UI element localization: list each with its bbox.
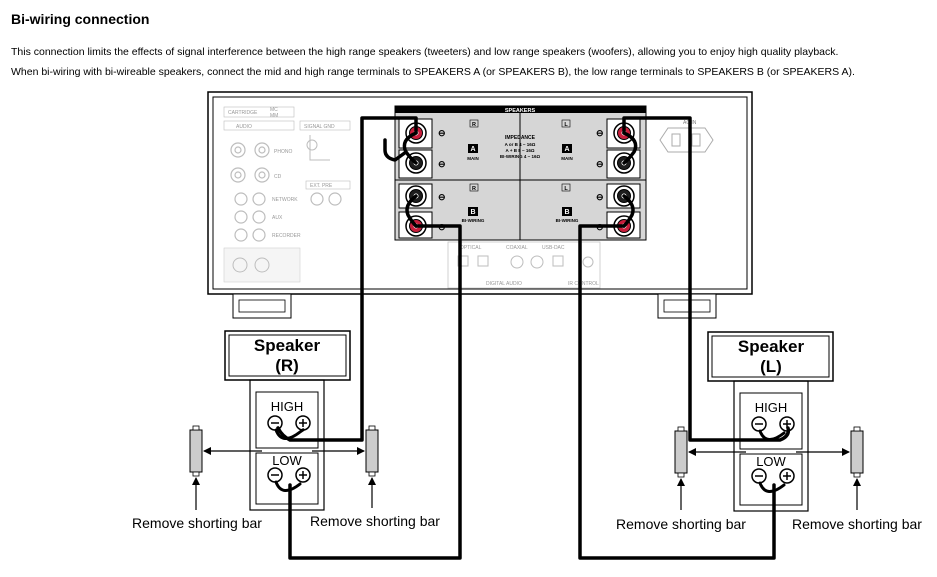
speaker-l-title: Speaker bbox=[738, 337, 805, 356]
speaker-r-high: HIGH bbox=[271, 399, 304, 414]
cd-label: CD bbox=[274, 174, 282, 180]
intro-paragraph: This connection limits the effects of si… bbox=[11, 46, 839, 58]
recorder-label: RECORDER bbox=[272, 233, 301, 239]
speaker-l-low: LOW bbox=[756, 454, 786, 469]
minus-mark: ⊖ bbox=[596, 159, 604, 169]
speaker-r-title: Speaker bbox=[254, 336, 321, 355]
minus-mark: ⊖ bbox=[438, 192, 446, 202]
shorting-bars bbox=[189, 425, 864, 478]
main-r-label: MAIN bbox=[467, 156, 479, 161]
coaxial-label: COAXIAL bbox=[506, 245, 528, 251]
signal-gnd-label: SIGNAL GND bbox=[304, 124, 335, 130]
minus-mark: ⊖ bbox=[596, 128, 604, 138]
digital-input-section: OPTICAL COAXIAL USB-DAC DIGITAL AUDIO IR… bbox=[447, 241, 601, 289]
instruction-paragraph: When bi-wiring with bi-wireable speakers… bbox=[11, 66, 855, 78]
bank-a-l: A bbox=[564, 146, 569, 153]
ch-l-top: L bbox=[564, 122, 568, 128]
main-l-label: MAIN bbox=[561, 156, 573, 161]
minus-mark: ⊖ bbox=[438, 159, 446, 169]
speaker-left: Speaker (L) HIGH LOW bbox=[707, 331, 834, 512]
ch-r-top: R bbox=[472, 122, 476, 128]
bank-a-r: A bbox=[470, 146, 475, 153]
impedance-line-1: A or B 4 ~ 16Ω bbox=[505, 142, 536, 147]
impedance-title: IMPEDANCE bbox=[505, 135, 536, 141]
audio-label: AUDIO bbox=[236, 124, 252, 130]
bank-b-r: B bbox=[470, 209, 475, 216]
speaker-l-high: HIGH bbox=[755, 400, 788, 415]
speaker-right: Speaker (R) HIGH LOW bbox=[224, 330, 351, 511]
speaker-r-low: LOW bbox=[272, 453, 302, 468]
cartridge-label: CARTRIDGE bbox=[228, 110, 258, 116]
phono-label: PHONO bbox=[274, 149, 292, 155]
bank-b-l: B bbox=[564, 209, 569, 216]
removal-arrows bbox=[192, 447, 861, 510]
analog-input-section: CARTRIDGE MC MM AUDIO SIGNAL GND PHONO C… bbox=[223, 106, 351, 283]
ch-l-bottom: L bbox=[564, 186, 568, 192]
speaker-terminal-block: SPEAKERS R L R L IMPEDANCE A or B 4 ~ 16… bbox=[394, 105, 647, 241]
digital-audio-label: DIGITAL AUDIO bbox=[486, 281, 522, 287]
speaker-l-channel: (L) bbox=[760, 357, 782, 376]
minus-mark: ⊖ bbox=[596, 192, 604, 202]
remove-shorting-bar-label-4: Remove shorting bar bbox=[792, 516, 922, 532]
speaker-r-channel: (R) bbox=[275, 356, 299, 375]
amplifier-rear-panel: CARTRIDGE MC MM AUDIO SIGNAL GND PHONO C… bbox=[207, 91, 753, 319]
remove-shorting-bar-label-1: Remove shorting bar bbox=[132, 515, 262, 531]
ch-r-bottom: R bbox=[472, 186, 476, 192]
plus-mark: ⊖ bbox=[438, 128, 446, 138]
usb-dac-label: USB-DAC bbox=[542, 245, 565, 251]
mm-label: MM bbox=[270, 113, 278, 119]
bi-wiring-l-label: BI-WIRING bbox=[556, 218, 579, 223]
impedance-line-3: BI-WIRING 4 ~ 16Ω bbox=[500, 154, 541, 159]
page-title: Bi-wiring connection bbox=[11, 11, 150, 27]
remove-shorting-bar-label-2: Remove shorting bar bbox=[310, 513, 440, 529]
ext-pre-label: EXT. PRE bbox=[310, 183, 333, 189]
mc-label: MC bbox=[270, 107, 278, 113]
speaker-jumper-wires bbox=[274, 428, 786, 493]
ir-control-label: IR CONTROL bbox=[568, 281, 599, 287]
remove-shorting-bar-label-3: Remove shorting bar bbox=[616, 516, 746, 532]
network-label: NETWORK bbox=[272, 197, 298, 203]
optical-label: OPTICAL bbox=[460, 245, 482, 251]
speakers-header: SPEAKERS bbox=[505, 108, 536, 114]
impedance-line-2: A + B 8 ~ 16Ω bbox=[506, 148, 535, 153]
aux-label: AUX bbox=[272, 215, 283, 221]
bi-wiring-r-label: BI-WIRING bbox=[462, 218, 485, 223]
